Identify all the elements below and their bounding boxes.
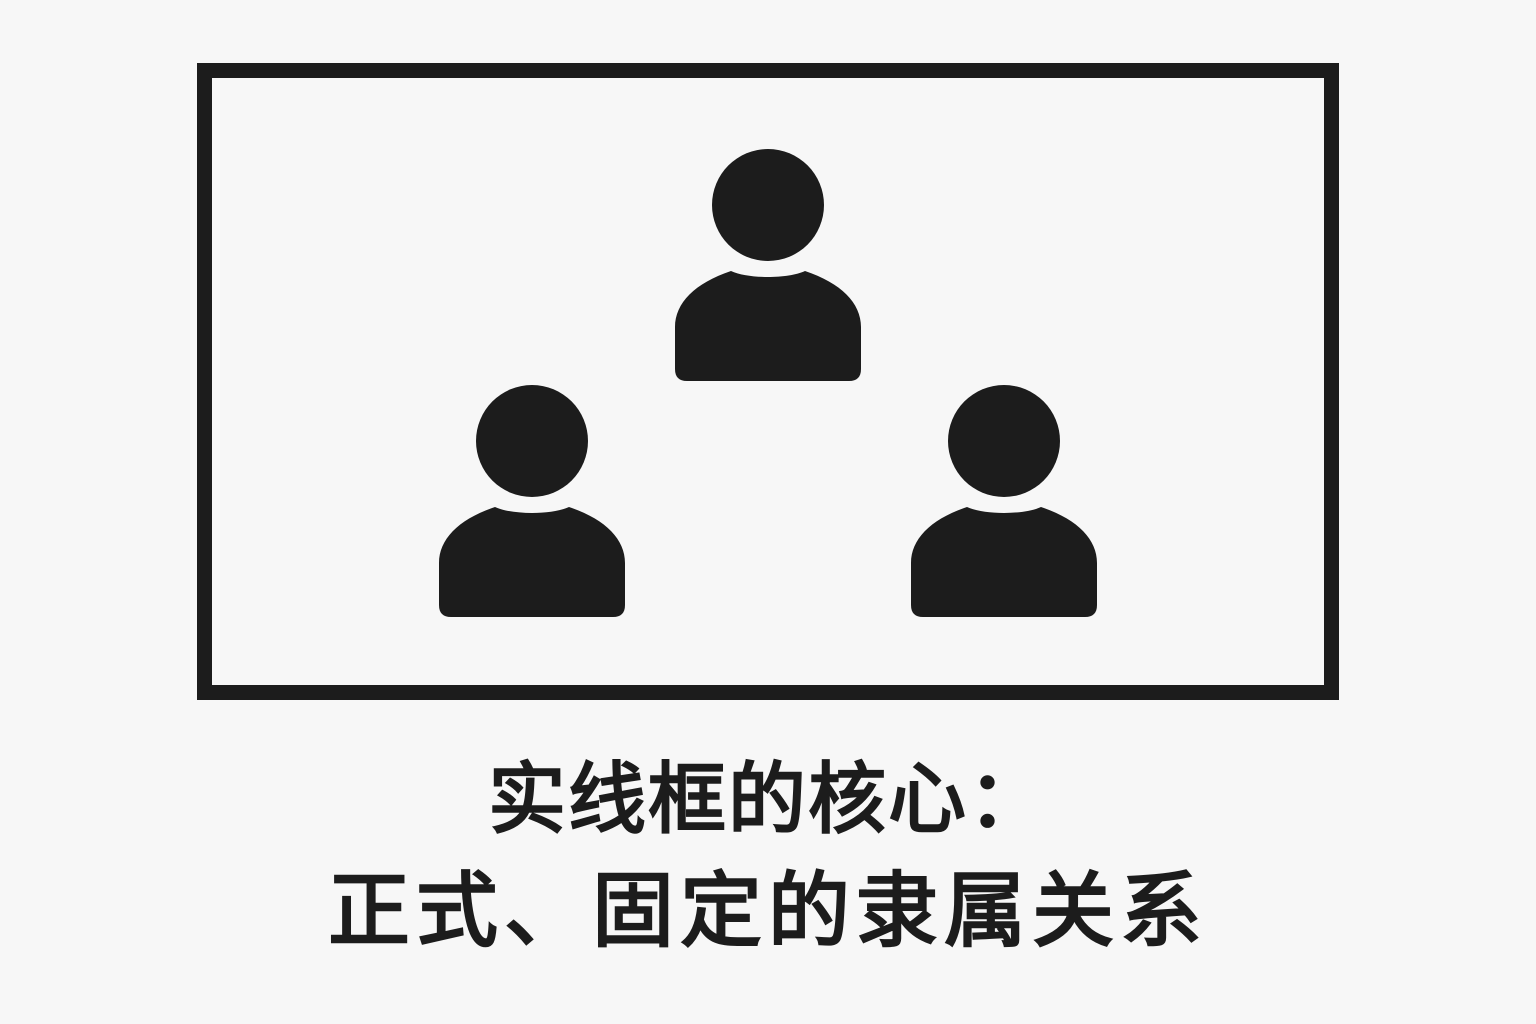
caption-title: 实线框的核心： — [487, 755, 1048, 845]
caption-subtitle: 正式、固定的隶属关系 — [327, 864, 1208, 959]
person-icon — [673, 145, 863, 385]
person-icon — [437, 381, 627, 621]
person-icon — [909, 381, 1099, 621]
